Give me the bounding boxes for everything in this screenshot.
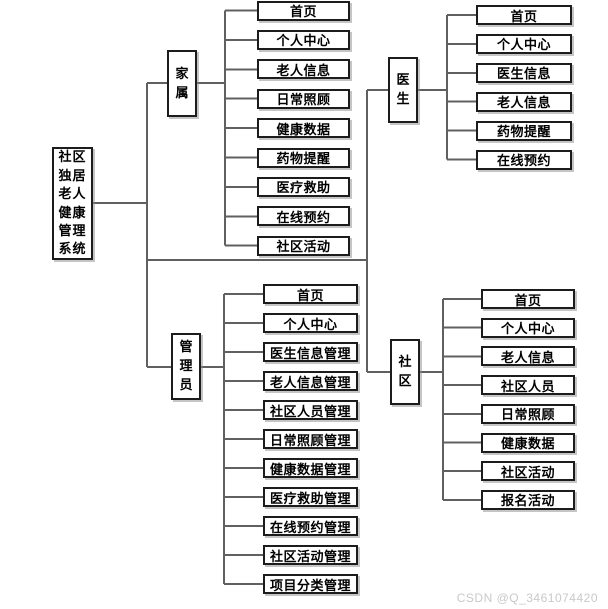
leaf-node: 健康数据 [481,432,575,453]
leaf-node: 老人信息管理 [263,371,358,391]
leaf-node: 在线预约管理 [263,516,358,536]
branch-node-0: 家 属 [167,50,197,117]
leaf-node: 日常照顾管理 [263,429,358,449]
leaf-node: 药物提醒 [257,147,350,168]
leaf-node: 首页 [263,284,358,304]
leaf-node: 首页 [481,289,575,309]
branch-node-3: 社 区 [390,339,420,405]
leaf-node: 日常照顾 [481,403,575,424]
leaf-node: 社区人员 [481,375,575,396]
leaf-node: 健康数据管理 [263,458,358,478]
watermark: CSDN @Q_3461074420 [456,591,598,605]
leaf-node: 首页 [476,5,572,25]
branch-node-2: 管 理 员 [171,333,201,400]
leaf-node: 社区活动 [257,235,350,256]
leaf-node: 老人信息 [476,91,572,112]
leaf-node: 个人中心 [257,29,350,50]
leaf-node: 在线预约 [476,149,572,170]
leaf-node: 个人中心 [476,33,572,54]
leaf-node: 个人中心 [481,317,575,338]
leaf-node: 老人信息 [481,346,575,367]
leaf-node: 健康数据 [257,118,350,139]
leaf-node: 医疗救助管理 [263,487,358,507]
leaf-node: 首页 [257,0,350,21]
leaf-node: 医疗救助 [257,176,350,197]
leaf-node: 医生信息管理 [263,342,358,362]
leaf-node: 药物提醒 [476,120,572,141]
leaf-node: 报名活动 [481,489,575,510]
leaf-node: 日常照顾 [257,88,350,109]
leaf-node: 项目分类管理 [263,574,358,594]
leaf-node: 老人信息 [257,59,350,80]
leaf-node: 社区人员管理 [263,400,358,420]
branch-node-1: 医 生 [388,57,418,123]
leaf-node: 个人中心 [263,313,358,333]
root-node: 社区 独居 老人 健康 管理 系统 [52,147,93,260]
leaf-node: 社区活动管理 [263,545,358,565]
leaf-node: 医生信息 [476,62,572,83]
leaf-node: 在线预约 [257,206,350,227]
leaf-node: 社区活动 [481,461,575,482]
